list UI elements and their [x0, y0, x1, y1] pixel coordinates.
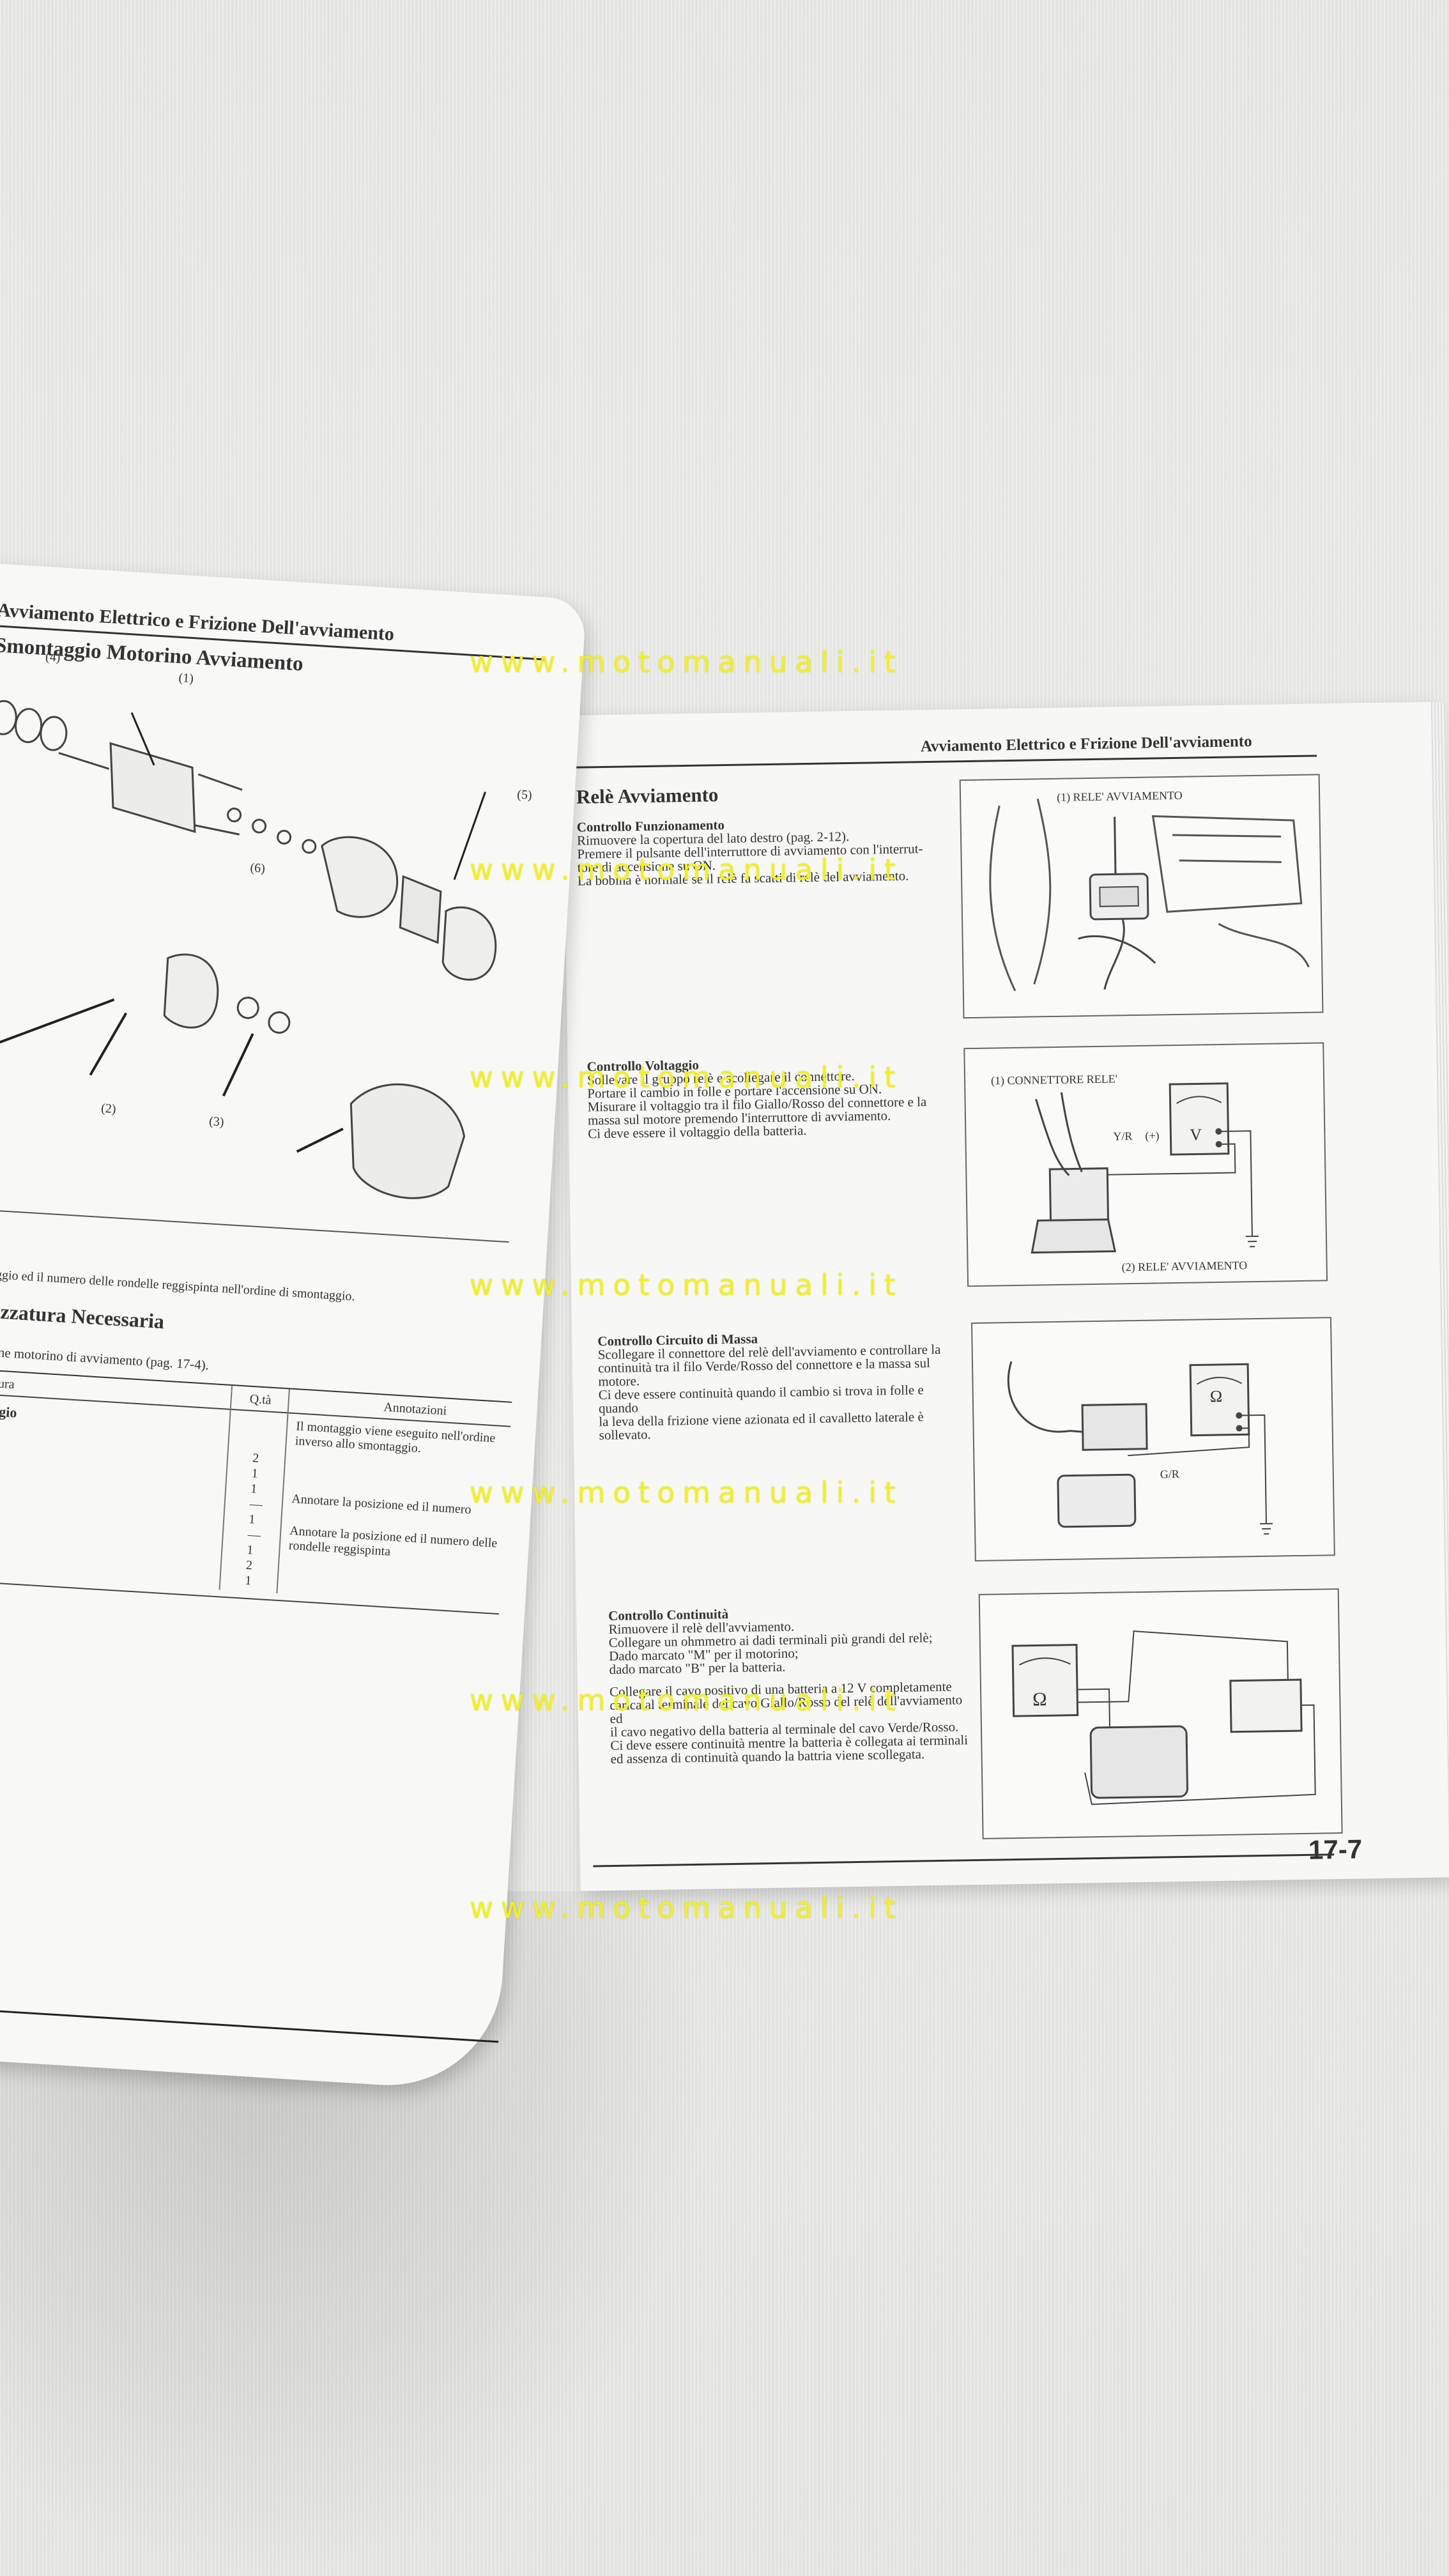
qty-cell: 2 [252, 1451, 259, 1466]
watermark: www.motomanuali.it [470, 645, 903, 679]
wire-label-yr: Y/R [1113, 1130, 1133, 1143]
qty-cell: 1 [244, 1573, 252, 1588]
ohmmeter-symbol: Ω [1032, 1689, 1047, 1710]
table-divider [218, 1385, 233, 1590]
figure-rele-avviamento: (1) RELE' AVVIAMENTO [959, 774, 1324, 1019]
page-edge [1430, 702, 1449, 1839]
watermark: www.motomanuali.it [470, 1476, 903, 1510]
wire-label-gr: G/R [1160, 1467, 1179, 1481]
section-subtext: Rimozione motorino di avviamento (pag. 1… [0, 1342, 210, 1373]
continuity-test-drawing [1011, 1630, 1316, 1805]
figure-label-rele: (2) RELE' AVVIAMENTO [1121, 1259, 1248, 1274]
block-massa: Controllo Circuito di Massa Scollegare i… [597, 1329, 957, 1443]
watermark: www.motomanuali.it [470, 1891, 903, 1925]
exploded-starter-drawing [0, 700, 497, 1199]
page-number: 17-7 [1308, 1834, 1363, 1865]
qty-cell: 2 [245, 1558, 253, 1573]
watermark: www.motomanuali.it [470, 1268, 903, 1302]
footer-rule [0, 2003, 499, 2043]
callout-2: (2) [100, 1101, 117, 1117]
table-row: smontaggio [0, 1400, 18, 1421]
note-cell: Annotare la posizione ed il numero delle… [288, 1523, 498, 1559]
figure-label-connettore: (1) CONNETTORE RELE' [990, 1072, 1118, 1087]
ground-circuit-drawing [1007, 1361, 1273, 1535]
figure-continuita: Ω [978, 1588, 1343, 1839]
rele-engine-drawing [989, 798, 1310, 992]
callout-6: (6) [249, 861, 266, 876]
figure-voltaggio: (1) CONNETTORE RELE' Y/R (+) V (2) RELE'… [963, 1042, 1328, 1287]
qty-cell: — [249, 1497, 263, 1512]
watermark: www.motomanuali.it [470, 853, 903, 887]
callout-3: (3) [208, 1114, 225, 1130]
procedure-table: Procedura Q.tà Annotazioni smontaggio ca… [0, 1367, 512, 1633]
qty-cell: 1 [251, 1466, 259, 1481]
footer-rule [593, 1853, 1335, 1867]
qty-cell: 1 [246, 1542, 254, 1558]
figure-caption: Smontaggio ed il numero delle rondelle r… [0, 1265, 356, 1304]
voltmeter-symbol: V [1190, 1125, 1202, 1144]
callout-5: (5) [516, 787, 533, 802]
polarity-label: (+) [1145, 1129, 1160, 1142]
qty-cell: 1 [248, 1512, 256, 1527]
callout-4: (4) [45, 650, 61, 665]
left-page: Avviamento Elettrico e Frizione Dell'avv… [0, 562, 587, 2092]
qty-cell: — [247, 1527, 261, 1543]
figure-label: (1) RELE' AVVIAMENTO [1056, 788, 1183, 804]
qty-cell: 1 [250, 1482, 257, 1496]
figure-circuito-massa: Ω G/R [971, 1317, 1335, 1562]
right-page: Avviamento Elettrico e Frizione Dell'avv… [562, 702, 1449, 1891]
col-header-qta: Q.tà [249, 1392, 272, 1407]
watermark: www.motomanuali.it [470, 1683, 903, 1717]
callout-1: (1) [178, 670, 194, 686]
header-rule [563, 755, 1317, 769]
section-title: Attrezzatura Necessaria [0, 1297, 165, 1333]
col-header-annotazioni: Annotazioni [383, 1400, 447, 1418]
right-page-header: Avviamento Elettrico e Frizione Dell'avv… [920, 733, 1252, 756]
col-header-procedura: Procedura [0, 1374, 15, 1392]
watermark: www.motomanuali.it [470, 1061, 903, 1094]
ohmmeter-symbol: Ω [1209, 1386, 1223, 1406]
note-cell: Il montaggio viene eseguito nell'ordine … [295, 1419, 496, 1456]
section-title: Relè Avviamento [576, 783, 719, 808]
voltage-test-drawing [1031, 1082, 1259, 1254]
table-divider [276, 1389, 290, 1593]
